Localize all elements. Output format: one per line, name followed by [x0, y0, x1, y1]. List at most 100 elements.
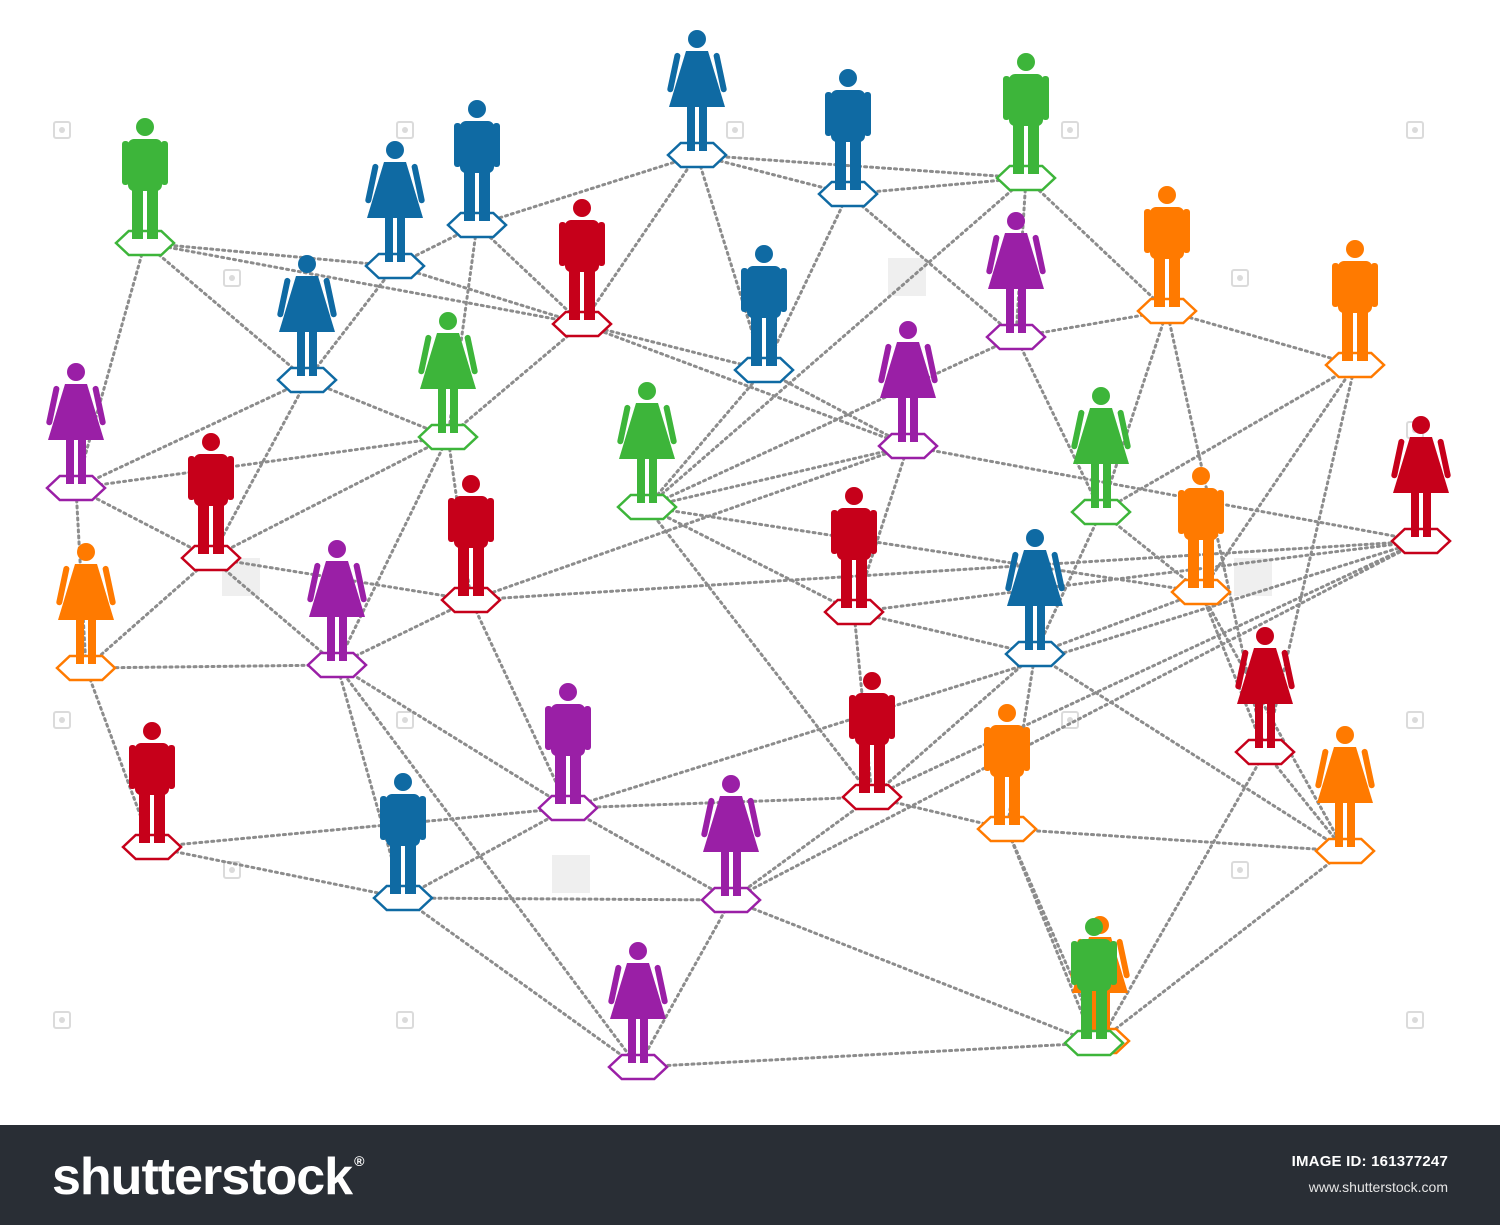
pedestal-hexagon-icon — [446, 211, 508, 239]
connection-line — [1024, 176, 1169, 313]
person-icon — [122, 118, 168, 239]
connection-line — [401, 806, 570, 900]
male-person-node — [1136, 186, 1198, 325]
connection-line — [906, 444, 1423, 543]
pedestal-hexagon-icon — [364, 252, 426, 280]
pedestal-hexagon-icon — [841, 783, 903, 811]
connection-line — [150, 806, 570, 849]
pedestal-hexagon-icon — [733, 356, 795, 384]
connection-line — [335, 663, 640, 1069]
person-icon — [559, 199, 605, 320]
connection-line — [84, 663, 339, 670]
male-person-node — [976, 704, 1038, 843]
connection-line — [74, 486, 213, 560]
connection-line — [645, 335, 1018, 509]
person-icon — [1071, 387, 1131, 508]
connection-line — [446, 322, 584, 439]
pedestal-hexagon-icon — [985, 323, 1047, 351]
people-nodes — [45, 30, 1452, 1081]
female-person-node — [985, 212, 1047, 351]
connection-line — [335, 435, 450, 667]
person-icon — [741, 245, 787, 366]
pedestal-hexagon-icon — [180, 544, 242, 572]
female-person-node — [700, 775, 762, 914]
male-person-node — [114, 118, 176, 257]
pedestal-hexagon-icon — [1234, 738, 1296, 766]
pedestal-hexagon-icon — [114, 229, 176, 257]
male-person-node — [817, 69, 879, 208]
connection-line — [566, 806, 733, 902]
male-person-node — [995, 53, 1057, 192]
connection-line — [729, 795, 874, 902]
person-icon — [878, 321, 938, 442]
connection-line — [143, 241, 397, 268]
connection-line — [645, 505, 856, 614]
connection-line — [870, 652, 1037, 799]
watermark-mark-icon — [396, 711, 414, 729]
connection-line — [469, 444, 910, 602]
connection-line — [143, 241, 584, 326]
connection-line — [209, 435, 450, 560]
connection-line — [475, 153, 699, 227]
connection-line — [209, 556, 339, 667]
person-icon — [849, 672, 895, 793]
person-icon — [418, 312, 478, 433]
person-icon — [380, 773, 426, 894]
female-person-node — [1234, 627, 1296, 766]
watermark-square-icon — [888, 258, 926, 296]
connection-line — [143, 241, 309, 382]
site-url[interactable]: www.shutterstock.com — [1308, 1179, 1448, 1195]
connection-line — [636, 1041, 1096, 1069]
male-person-node — [121, 722, 183, 861]
watermark-mark-icon — [396, 1011, 414, 1029]
connection-line — [1005, 827, 1347, 853]
connection-line — [1099, 510, 1203, 594]
person-icon — [1332, 240, 1378, 361]
person-icon — [56, 543, 116, 664]
image-id-line: IMAGE ID: 161377247 — [1292, 1153, 1448, 1170]
pedestal-hexagon-icon — [440, 586, 502, 614]
pedestal-hexagon-icon — [1314, 837, 1376, 865]
connection-line — [636, 898, 733, 1069]
connection-line — [645, 368, 766, 509]
watermark-mark-icon — [223, 269, 241, 287]
connection-line — [695, 153, 850, 196]
pedestal-hexagon-icon — [55, 654, 117, 682]
watermark-mark-icon — [1406, 121, 1424, 139]
person-icon — [365, 141, 425, 262]
connection-line — [852, 539, 1423, 614]
connection-line — [74, 378, 309, 490]
image-meta: IMAGE ID: 161377247 www.shutterstock.com — [1292, 1153, 1448, 1195]
watermark-mark-icon — [1406, 711, 1424, 729]
person-icon — [831, 487, 877, 608]
connection-line — [150, 845, 405, 900]
connection-line — [1005, 827, 1096, 1045]
connection-line — [852, 610, 1037, 656]
watermark-mark-icon — [53, 121, 71, 139]
social-network-illustration — [45, 30, 1452, 1081]
connection-line — [84, 556, 213, 670]
person-icon — [545, 683, 591, 804]
connection-line — [1033, 510, 1103, 656]
person-icon — [986, 212, 1046, 333]
person-icon — [825, 69, 871, 190]
pedestal-hexagon-icon — [45, 474, 107, 502]
connection-line — [335, 598, 473, 667]
connection-line — [1165, 309, 1357, 367]
person-icon — [277, 255, 337, 376]
female-person-node — [55, 543, 117, 682]
pedestal-hexagon-icon — [1170, 578, 1232, 606]
brand-logo[interactable]: shutterstock® — [52, 1147, 364, 1207]
pedestal-hexagon-icon — [976, 815, 1038, 843]
connection-line — [1098, 849, 1347, 1043]
connection-line — [393, 264, 584, 326]
person-icon — [46, 363, 106, 484]
connection-line — [566, 539, 1423, 810]
male-person-node — [1063, 918, 1125, 1057]
pedestal-hexagon-icon — [823, 598, 885, 626]
pedestal-hexagon-icon — [537, 794, 599, 822]
connection-line — [475, 223, 584, 326]
person-icon — [617, 382, 677, 503]
watermark-mark-icon — [1061, 121, 1079, 139]
connection-line — [645, 176, 1028, 509]
